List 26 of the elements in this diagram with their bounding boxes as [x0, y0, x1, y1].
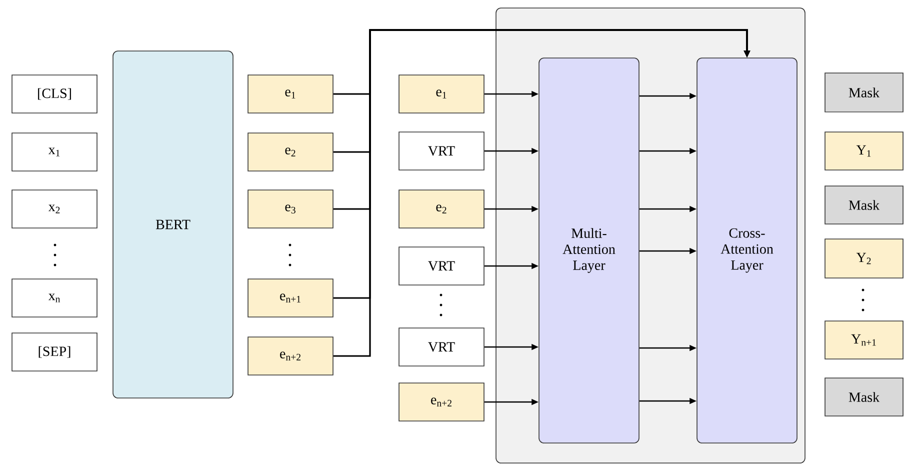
- output-box: Y$_{2}$: [824, 238, 904, 278]
- embedding-box: e$_{1}$: [398, 74, 484, 114]
- arrow: [333, 29, 750, 357]
- layer-block: Multi- Attention Layer: [538, 58, 640, 444]
- embedding-box: e$_{1}$: [248, 74, 334, 114]
- embedding-box: e$_{2}$: [248, 132, 334, 172]
- token-box: x$_{n}$: [12, 278, 98, 318]
- token-box: x$_{2}$: [12, 190, 98, 228]
- mask-box: Mask: [824, 186, 904, 224]
- mask-box: Mask: [824, 72, 904, 112]
- output-box: Y$_{n+1}$: [824, 320, 904, 360]
- mask-box: Mask: [824, 378, 904, 416]
- token-box: VRT: [398, 132, 484, 170]
- embedding-box: e$_{n+2}$: [248, 336, 334, 376]
- embedding-box: e$_{3}$: [248, 190, 334, 228]
- token-box: VRT: [398, 246, 484, 286]
- output-box: Y$_{1}$: [824, 132, 904, 170]
- embedding-box: e$_{2}$: [398, 190, 484, 228]
- layer-block: Cross- Attention Layer: [696, 58, 798, 444]
- encoder-block: BERT: [112, 50, 234, 398]
- embedding-box: e$_{n+1}$: [248, 278, 334, 318]
- token-box: VRT: [398, 328, 484, 366]
- token-box: [SEP]: [12, 332, 98, 372]
- embedding-box: e$_{n+2}$: [398, 382, 484, 422]
- token-box: [CLS]: [12, 74, 98, 114]
- token-box: x$_{1}$: [12, 132, 98, 172]
